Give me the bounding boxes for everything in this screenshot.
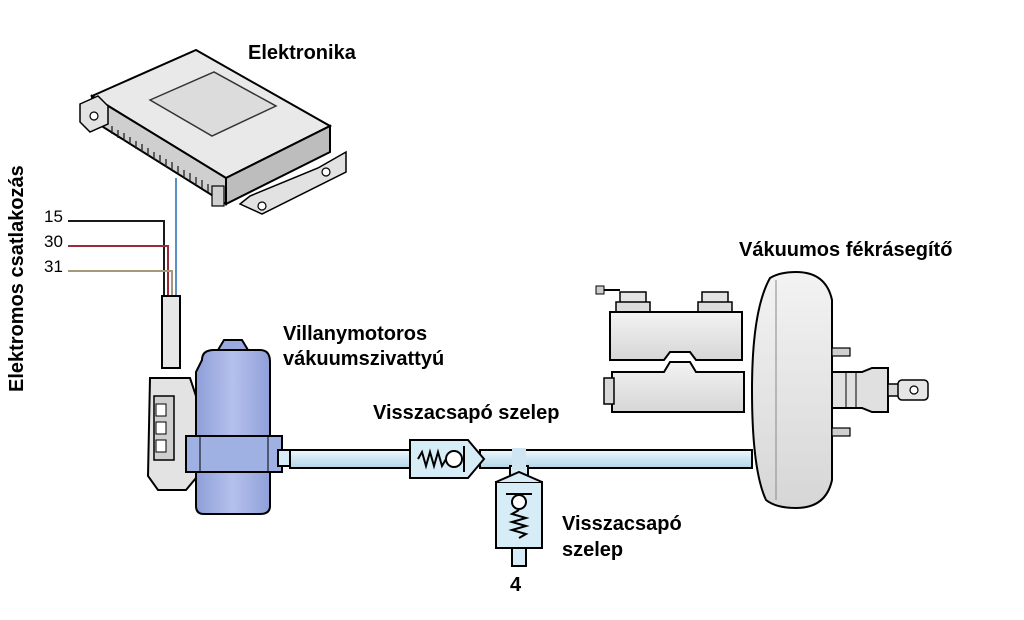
vacuum-tube-main <box>289 448 753 483</box>
wire-15-label: 15 <box>44 207 63 226</box>
wire-31 <box>68 270 173 298</box>
check-valve-bottom-label-line2: szelep <box>562 539 624 561</box>
check-valve-bottom <box>495 470 543 567</box>
brake-booster-label: Vákuumos fékrásegítő <box>739 239 953 261</box>
electronics-label: Elektronika <box>248 42 356 64</box>
electrical-connection-label: Elektromos csatlakozás <box>6 165 28 392</box>
wire-30-label: 30 <box>44 232 63 251</box>
wire-15 <box>68 220 165 298</box>
check-valve-top <box>409 439 486 479</box>
pump-label-line2: vákuumszivattyú <box>283 348 445 370</box>
wire-31-label: 31 <box>44 257 63 276</box>
master-cylinder <box>595 285 745 413</box>
check-valve-top-label: Visszacsapó szelep <box>373 402 560 424</box>
connector-pins <box>111 126 209 192</box>
check-valve-bottom-label-line1: Visszacsapó <box>562 513 682 535</box>
wire-30 <box>68 245 169 298</box>
port-number-label: 4 <box>510 574 522 596</box>
pump-label-line1: Villanymotoros <box>283 323 428 345</box>
electronics-module <box>79 48 347 215</box>
brake-booster <box>750 270 929 510</box>
vacuum-pump <box>146 295 293 515</box>
